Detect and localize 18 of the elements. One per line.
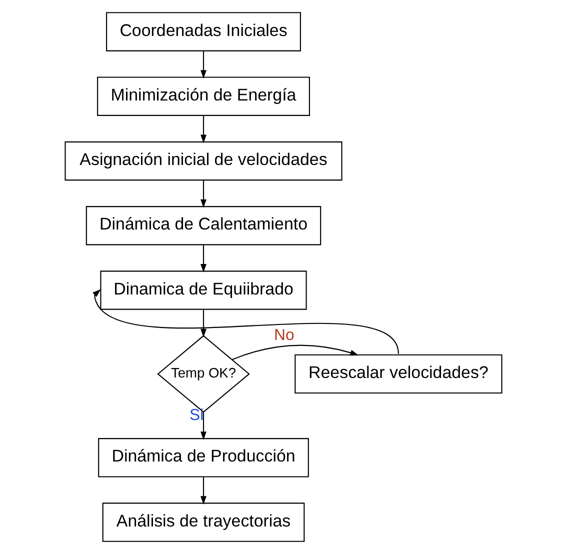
node-box: Reescalar velocidades? bbox=[294, 354, 502, 394]
edge-label: No bbox=[274, 327, 294, 344]
arrow bbox=[200, 309, 206, 338]
node-box: Dinamica de Equiibrado bbox=[100, 270, 306, 310]
node-box: Dinámica de Calentamiento bbox=[85, 206, 321, 246]
arrow bbox=[200, 476, 206, 505]
arrow bbox=[200, 244, 206, 273]
node-box: Coordenadas Iniciales bbox=[106, 12, 300, 52]
arrow bbox=[231, 344, 358, 360]
arrow bbox=[200, 180, 206, 208]
node-box: Dinámica de Producción bbox=[98, 438, 308, 478]
arrow bbox=[200, 116, 206, 144]
arrow bbox=[200, 412, 206, 440]
arrow bbox=[200, 50, 206, 79]
arrow bbox=[92, 289, 398, 354]
node-box: Asignación inicial de velocidades bbox=[64, 141, 342, 181]
node-box: Análisis de trayectorias bbox=[102, 502, 304, 542]
node-box: Minimización de Energía bbox=[96, 76, 310, 116]
